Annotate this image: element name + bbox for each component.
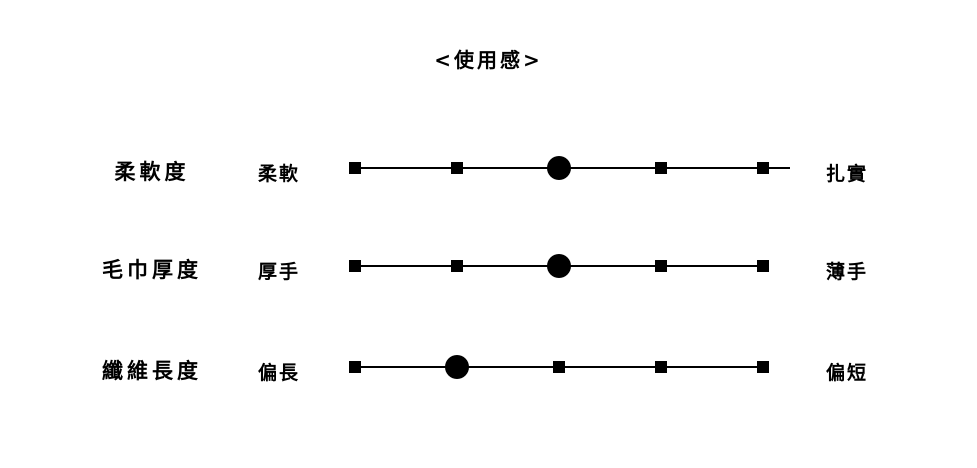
rating-row-towel-thickness: 毛巾厚度 厚手 薄手 — [0, 248, 977, 288]
left-anchor-label: 柔軟 — [258, 163, 301, 185]
left-anchor-label: 偏長 — [258, 362, 301, 384]
right-anchor-label: 薄手 — [826, 261, 869, 283]
scale-tick[interactable] — [655, 260, 667, 272]
right-anchor-label: 扎實 — [826, 163, 869, 185]
rating-scale — [349, 254, 769, 278]
scale-tick[interactable] — [655, 162, 667, 174]
rating-scale — [349, 156, 790, 180]
rating-row-softness: 柔軟度 柔軟 扎實 — [0, 150, 977, 190]
scale-tick[interactable] — [655, 361, 667, 373]
scale-tick[interactable] — [757, 162, 769, 174]
selected-marker[interactable] — [547, 156, 571, 180]
scale-tick[interactable] — [349, 162, 361, 174]
row-label: 柔軟度 — [114, 160, 190, 184]
scale-tick[interactable] — [451, 260, 463, 272]
scale-tick[interactable] — [757, 361, 769, 373]
selected-marker[interactable] — [547, 254, 571, 278]
row-label: 纖維長度 — [102, 359, 202, 383]
scale-tick[interactable] — [451, 162, 463, 174]
row-label: 毛巾厚度 — [102, 258, 202, 282]
page-title: <使用感> — [434, 48, 543, 72]
rating-row-fiber-length: 纖維長度 偏長 偏短 — [0, 349, 977, 389]
left-anchor-label: 厚手 — [258, 261, 301, 283]
scale-tick[interactable] — [349, 260, 361, 272]
selected-marker[interactable] — [445, 355, 469, 379]
scale-tick[interactable] — [757, 260, 769, 272]
rating-scale — [349, 355, 769, 379]
scale-tick[interactable] — [553, 361, 565, 373]
scale-tick[interactable] — [349, 361, 361, 373]
right-anchor-label: 偏短 — [826, 362, 869, 384]
